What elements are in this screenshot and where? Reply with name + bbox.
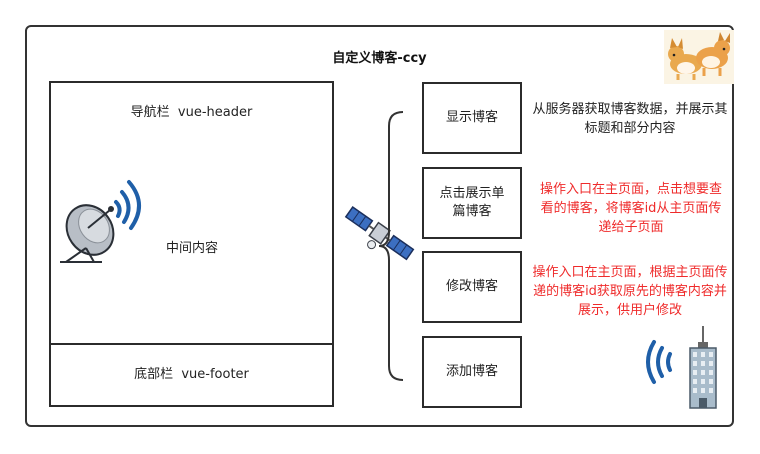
action-box-show-blogs: 显示博客 [422, 82, 522, 154]
action-box-add-blog: 添加博客 [422, 336, 522, 408]
action-box-edit-blog: 修改博客 [422, 251, 522, 323]
corgi-dogs-illustration [664, 30, 734, 84]
diagram-title: 自定义博客-ccy [25, 47, 734, 66]
curly-brace [375, 110, 405, 382]
action-desc-show-blogs: 从服务器获取博客数据，并展示其标题和部分内容 [528, 100, 732, 138]
content-label: 中间内容 [166, 237, 218, 256]
satellite-dish-icon [56, 176, 166, 266]
action-desc-show-single-blog: 操作入口在主页面，点击想要查看的博客，将博客id从主页面传递给子页面 [536, 180, 726, 237]
action-label: 显示博客 [446, 109, 498, 127]
footer-label: 底部栏 vue-footer [134, 366, 249, 384]
action-label: 修改博客 [446, 278, 498, 296]
cell-tower-building-icon [648, 322, 720, 410]
footer-section: 底部栏 vue-footer [49, 343, 334, 407]
action-label: 添加博客 [446, 363, 498, 381]
action-desc-edit-blog: 操作入口在主页面，根据主页面传递的博客id获取原先的博客内容并展示，供用户修改 [530, 263, 730, 320]
action-box-show-single-blog: 点击展示单篇博客 [422, 167, 522, 239]
action-label: 点击展示单篇博客 [434, 185, 510, 221]
header-section: 导航栏 vue-header [49, 81, 334, 145]
header-label: 导航栏 vue-header [131, 104, 253, 122]
